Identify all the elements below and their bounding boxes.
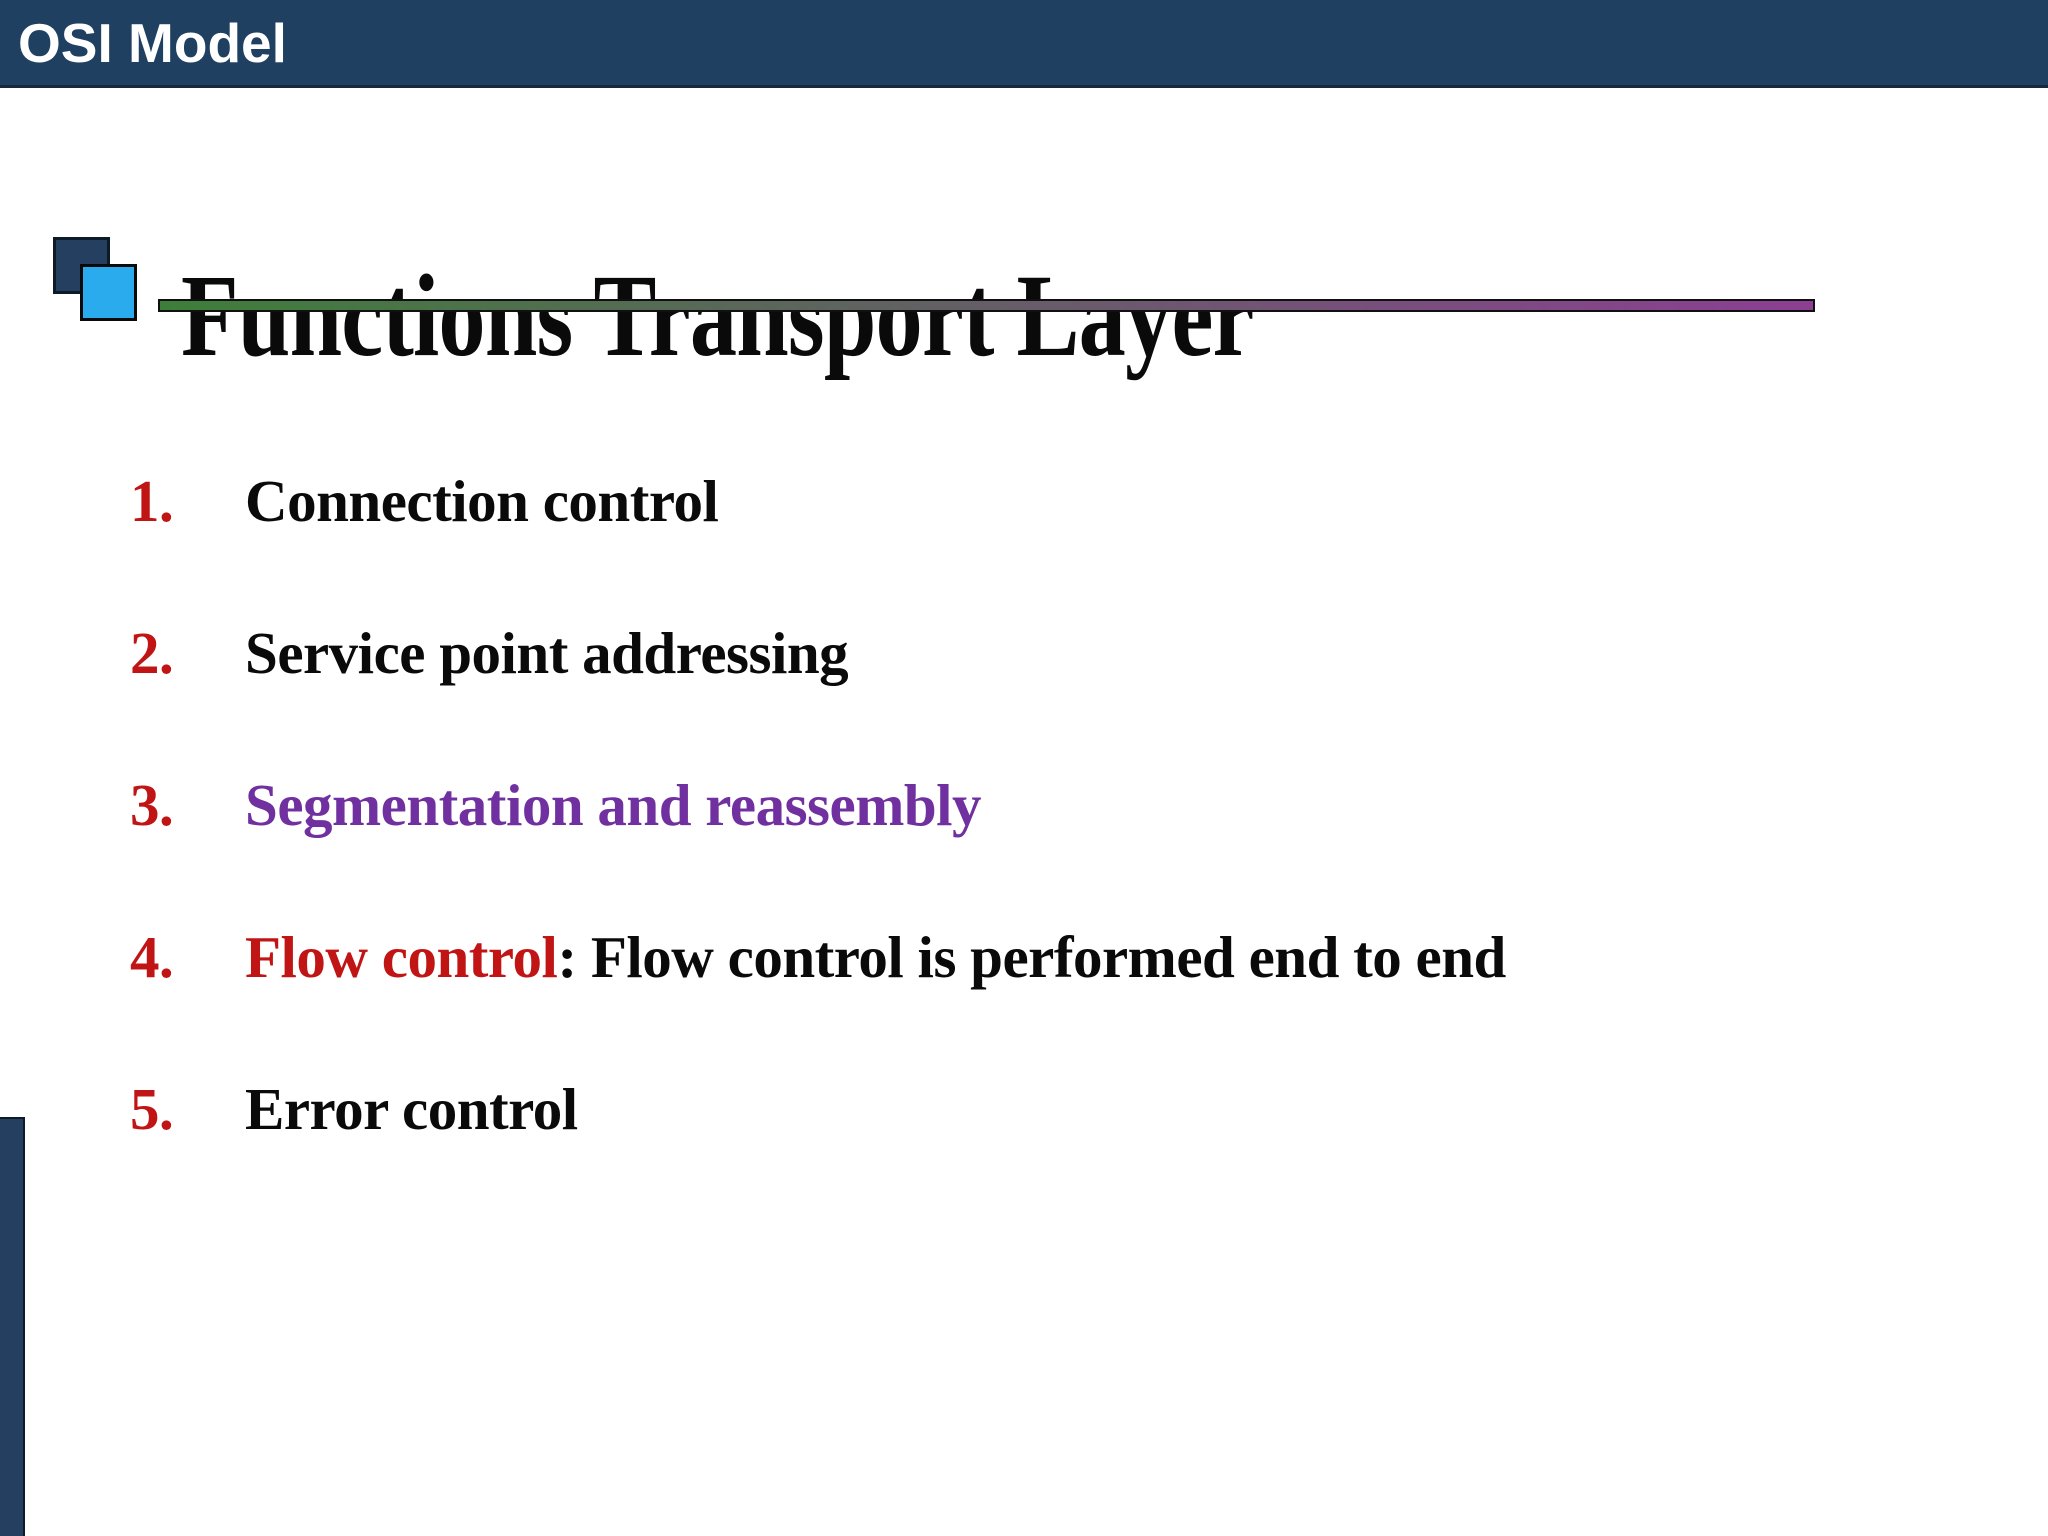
list-item-text: Flow control: Flow control is performed … [245, 927, 1506, 987]
list-item-text: Error control [245, 1079, 578, 1139]
list-item-text-segment: Error control [245, 1076, 578, 1142]
list-item: 2. Service point addressing [130, 623, 1990, 683]
bottom-accent-bar [0, 1117, 25, 1536]
list-item-number: 2. [130, 620, 174, 686]
list-item: 4. Flow control: Flow control is performe… [130, 927, 1990, 987]
list-item-text: Connection control [245, 468, 719, 534]
list-item: 3. Segmentation and reassembly [130, 775, 1990, 835]
list-item-number: 1. [130, 468, 174, 534]
function-list: 1. Connection control 2. Service point addr… [130, 471, 1990, 1231]
list-item-text: Service point addressing [245, 620, 849, 686]
list-item-number: 5. [130, 1076, 174, 1142]
header-bar: OSI Model [0, 0, 2048, 88]
list-item-number: 3. [130, 772, 174, 838]
accent-square-cyan [80, 264, 137, 321]
list-item-text: Segmentation and reassembly [245, 772, 982, 838]
list-item-text-segment: Connection control [245, 468, 719, 534]
list-item-number: 4. [130, 924, 174, 990]
title-underline-gradient [158, 299, 1815, 312]
list-item: 1. Connection control [130, 471, 1990, 531]
header-title: OSI Model [18, 12, 287, 74]
list-item: 5. Error control [130, 1079, 1990, 1139]
list-item-text-segment: Segmentation and reassembly [245, 772, 982, 838]
list-item-text-segment: Service point addressing [245, 620, 849, 686]
list-item-text-segment: : Flow control is performed end to end [557, 924, 1506, 990]
list-item-text-segment: Flow control [245, 924, 558, 990]
slide-title: Functions Transport Layer [181, 250, 1254, 382]
